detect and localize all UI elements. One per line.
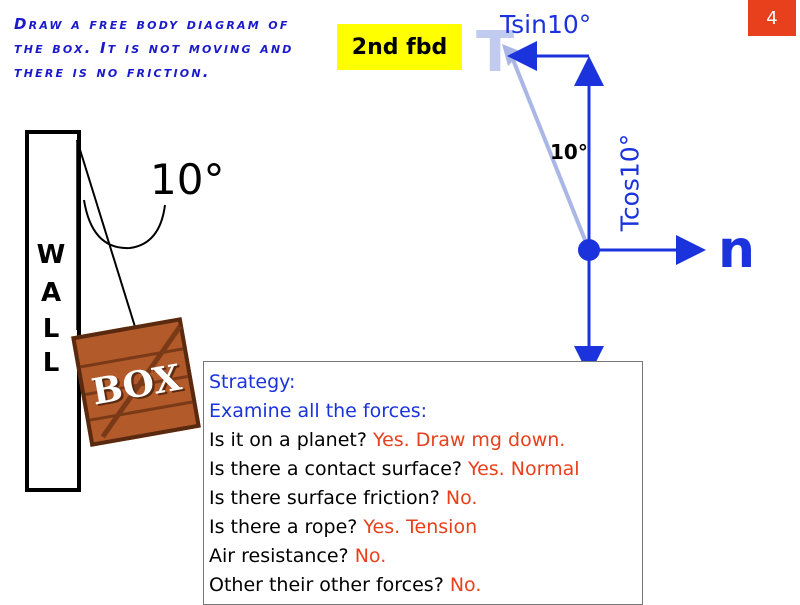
strategy-item: Is it on a planet? Yes. Draw mg down.	[209, 429, 566, 451]
rope-angle-label: 10°	[150, 155, 225, 204]
wall-letter-l2: L	[42, 348, 60, 378]
strategy-subtitle: Examine all the forces:	[209, 400, 428, 422]
strategy-item: Air resistance? No.	[209, 545, 387, 567]
strategy-box: Strategy: Examine all the forces: Is it …	[203, 361, 643, 605]
strategy-title: Strategy:	[209, 371, 296, 393]
fbd-angle-label: 10°	[550, 140, 588, 164]
problem-prompt: Draw a free body diagram of the box. It …	[14, 15, 294, 81]
slide-number: 4	[748, 0, 796, 36]
strategy-item: Is there a contact surface? Yes. Normal	[209, 458, 580, 480]
wall-letter-w: W	[36, 240, 66, 270]
strategy-item: Other their other forces? No.	[209, 574, 482, 596]
fbd-label: 2nd fbd	[337, 24, 462, 70]
strategy-item: Is there surface friction? No.	[209, 487, 478, 509]
wall-letter-a: A	[40, 278, 62, 308]
angle-arc	[83, 199, 166, 250]
strategy-item: Is there a rope? Yes. Tension	[209, 516, 478, 538]
tsin-label: Tsin10°	[500, 10, 592, 39]
normal-label: n	[718, 220, 756, 280]
wall	[25, 130, 81, 492]
tcos-label: Tcos10°	[615, 133, 645, 232]
tension-label: T	[476, 20, 515, 85]
fbd-origin-dot	[578, 239, 600, 261]
wall-letter-l1: L	[42, 314, 60, 344]
rope	[76, 139, 137, 331]
box-crate: BOX	[71, 317, 201, 447]
